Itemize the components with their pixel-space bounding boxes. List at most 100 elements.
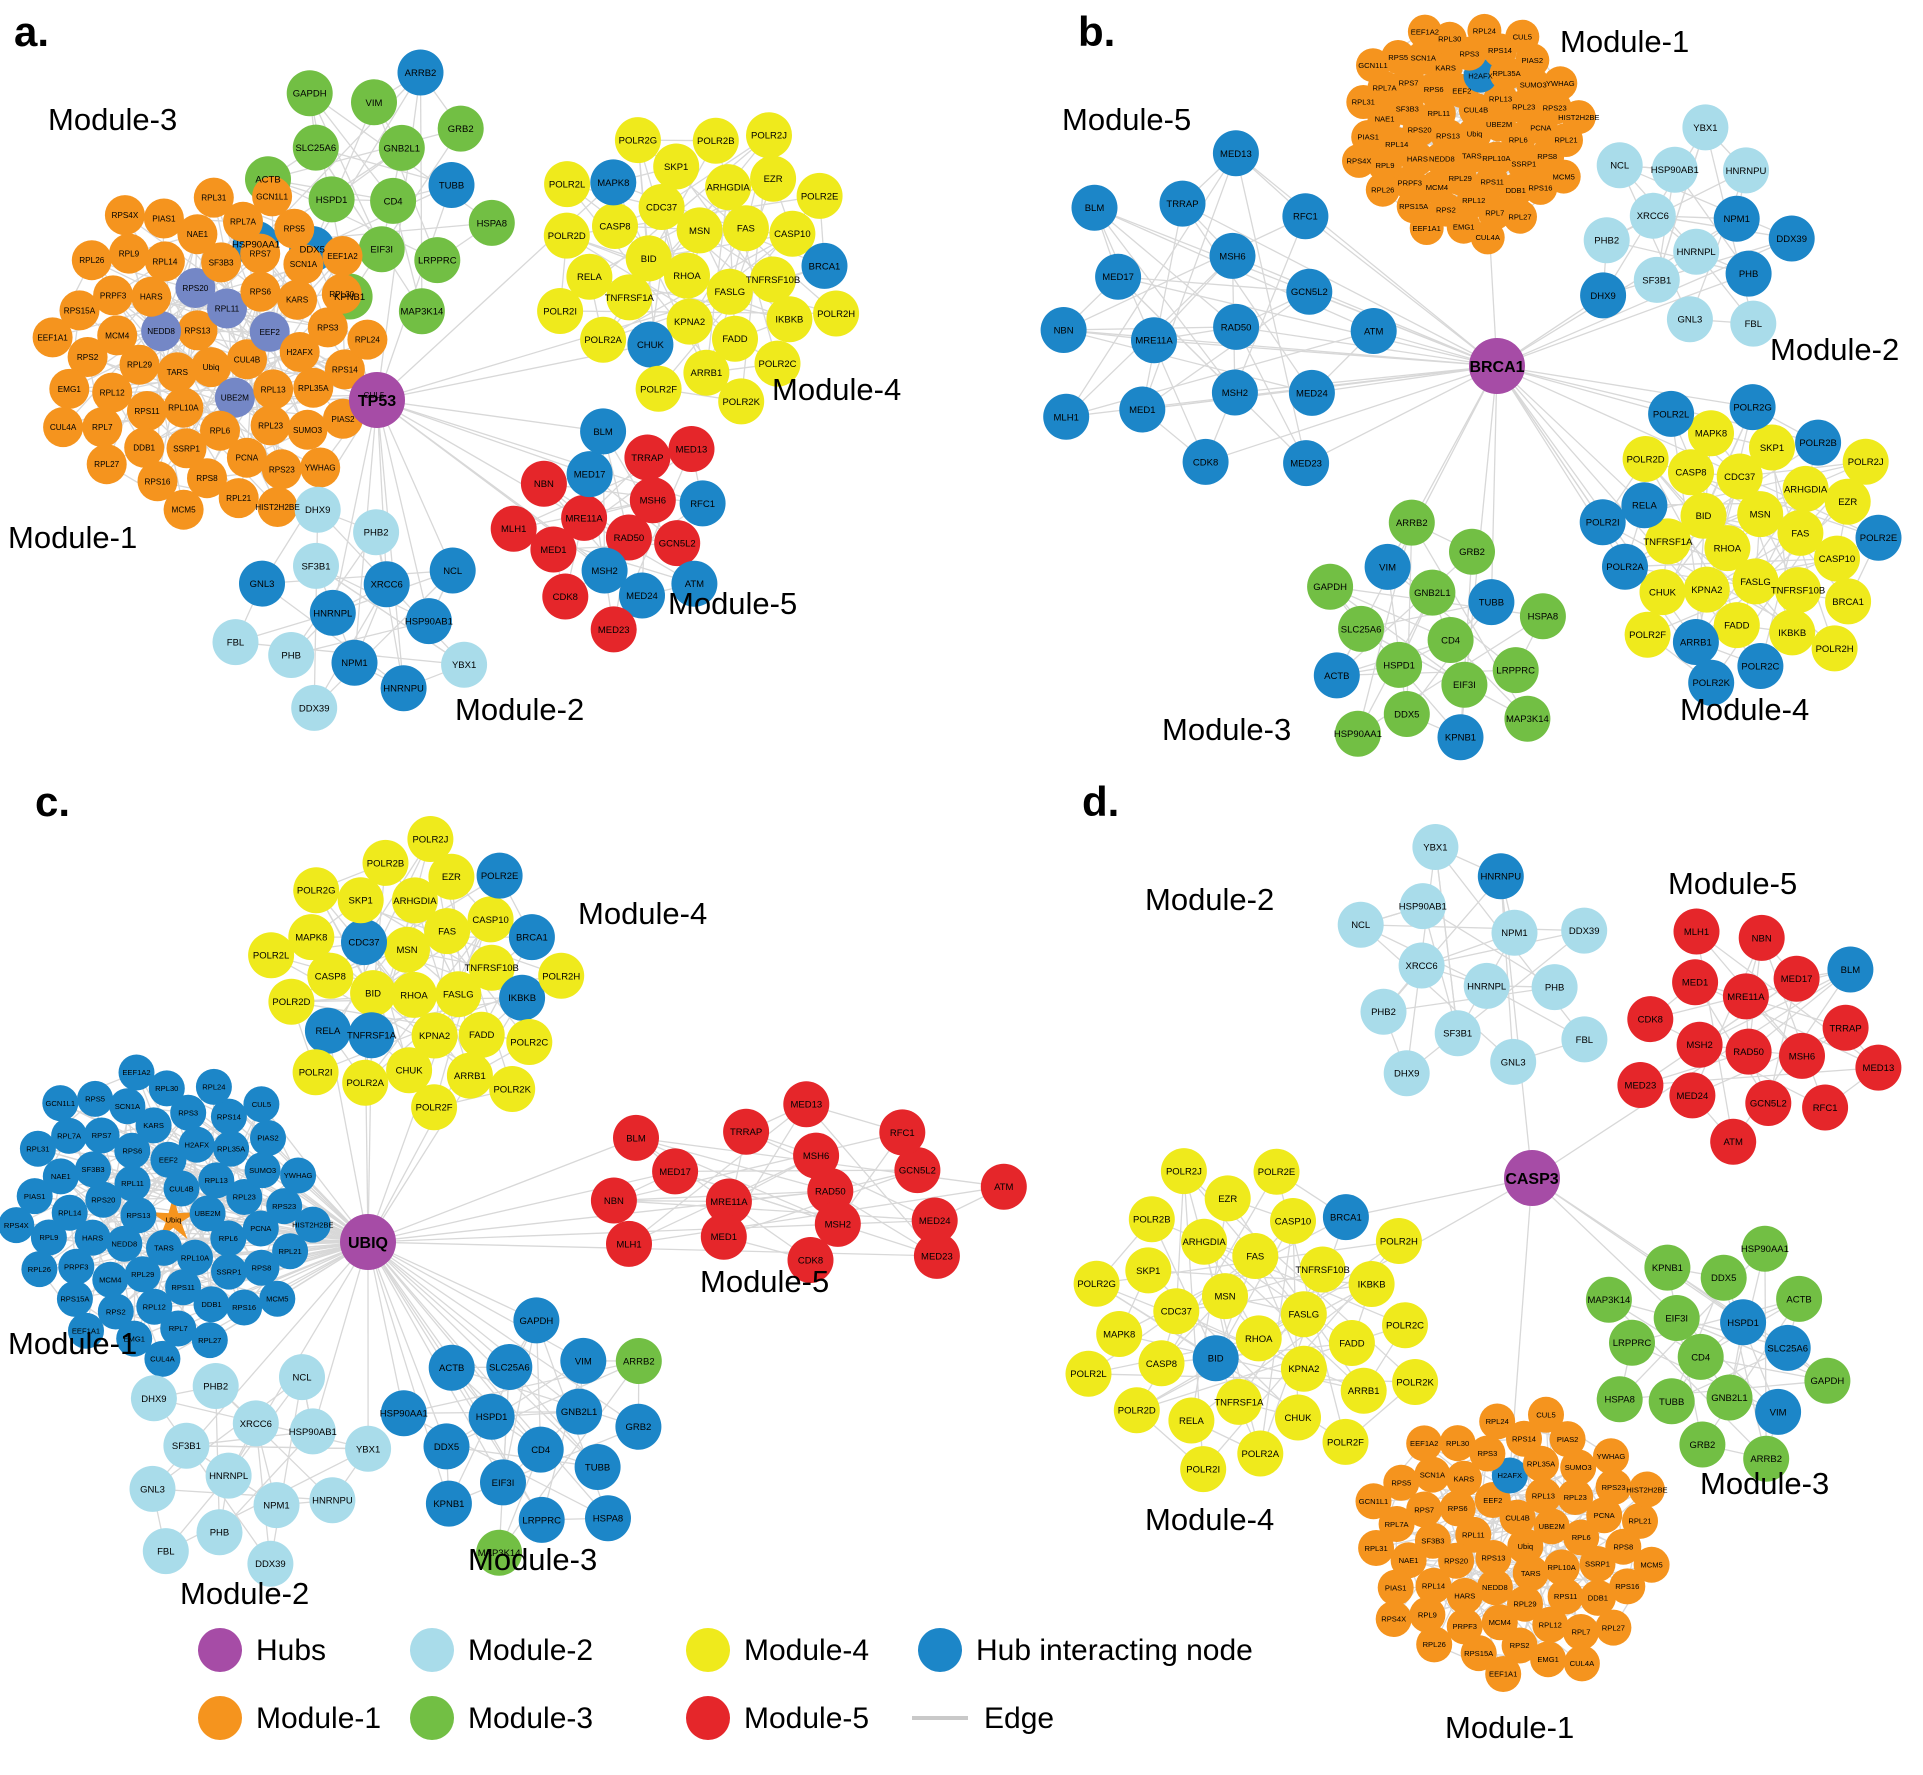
labels-layer: a.CD4HSPD1GNB2L1EIF3ISLC25A6TUBBDDX5VIML…: [4, 8, 1899, 1745]
node-rpl21: [1622, 1502, 1658, 1539]
node-xrcc6: [1629, 192, 1676, 239]
node-label: MCM4: [105, 331, 130, 340]
node-label: RHOA: [673, 271, 701, 282]
node-polr2h: [1375, 1218, 1422, 1264]
module-label: Module-5: [1668, 866, 1797, 901]
node-label: SUMO3: [249, 1166, 276, 1175]
node-label: HSP90AA1: [380, 1409, 428, 1420]
node-label: H2AFX: [287, 348, 314, 357]
node-rps5: [77, 1080, 114, 1117]
node-label: MCM4: [99, 1275, 121, 1284]
node-gcn5l2: [894, 1147, 941, 1194]
node-label: HIST2H2BE: [292, 1220, 333, 1229]
node-label: TARS: [167, 368, 189, 377]
node-eef1a2: [118, 1054, 155, 1091]
hub-edge: [1345, 1177, 1533, 1218]
node-label: RPS11: [1480, 178, 1504, 187]
node-label: RELA: [1179, 1416, 1204, 1427]
hub-edge: [312, 1241, 369, 1432]
node-label: RPS8: [196, 474, 218, 483]
hub-edge: [367, 1241, 584, 1362]
node-label: MAP3K14: [1588, 1295, 1631, 1306]
node-label: RPS2: [77, 353, 99, 362]
node-label: GNL3: [1501, 1057, 1526, 1068]
node-label: RPL31: [26, 1145, 49, 1154]
node-label: FADD: [1724, 621, 1749, 632]
node-hspd1: [1376, 641, 1423, 688]
node-label: NBN: [534, 479, 554, 490]
node-polr2k: [718, 378, 765, 425]
node-rpl24: [1467, 13, 1502, 48]
node-sumo3: [1560, 1449, 1597, 1486]
node-label: Ubiq: [1517, 1542, 1533, 1551]
node-label: EMG1: [1453, 223, 1475, 232]
node-label: RPS3: [317, 323, 339, 332]
node-pias1: [1377, 1569, 1414, 1606]
node-label: RPS23: [1602, 1483, 1626, 1492]
node-label: RHOA: [1245, 1334, 1273, 1345]
node-nbn: [590, 1177, 637, 1224]
node-arhgdia: [1782, 465, 1829, 512]
node-label: BLM: [593, 427, 613, 438]
node-skp1: [1125, 1247, 1172, 1294]
node-ezr: [1824, 478, 1871, 525]
node-label: MSH2: [1222, 388, 1248, 399]
node-label: CD4: [531, 1445, 550, 1456]
node-polr2a: [1237, 1430, 1284, 1477]
node-med24: [1288, 369, 1335, 416]
node-label: GNB2L1: [1711, 1393, 1747, 1404]
hub-node-brca1: [1469, 338, 1525, 394]
node-label: RFC1: [1293, 212, 1318, 223]
node-label: MRE11A: [1727, 992, 1765, 1003]
node-label: CDC37: [646, 202, 677, 213]
node-label: DHX9: [141, 1394, 166, 1405]
node-rpl24: [195, 1068, 232, 1105]
node-label: RPL24: [355, 336, 380, 345]
node-label: FBL: [1745, 319, 1762, 330]
node-cul5: [1528, 1396, 1564, 1433]
node-label: KPNA2: [674, 317, 705, 328]
node-label: DDX39: [1776, 234, 1807, 245]
node-label: SSRP1: [1511, 160, 1536, 169]
node-label: MED24: [919, 1216, 951, 1227]
node-hsp90aa1: [1741, 1225, 1788, 1272]
node-emg1: [1530, 1641, 1567, 1678]
node-label: POLR2C: [758, 359, 796, 370]
node-label: NAE1: [1375, 115, 1395, 124]
node-label: RPL6: [219, 1234, 238, 1243]
node-hspd1: [308, 176, 355, 223]
edge: [1386, 566, 1408, 715]
node-grb2: [1449, 528, 1495, 575]
node-label: ARRB1: [454, 1071, 486, 1082]
node-label: MSN: [1750, 510, 1771, 521]
node-rpl11: [1455, 1516, 1492, 1553]
node-label: ACTB: [439, 1363, 464, 1374]
node-label: FAS: [1246, 1251, 1264, 1262]
node-vim: [351, 79, 397, 126]
node-label: DDX39: [1569, 926, 1600, 937]
edge: [269, 1376, 303, 1564]
node-label: SSRP1: [217, 1267, 242, 1276]
node-label: RPS14: [1512, 1435, 1536, 1444]
node-label: HSPD1: [316, 195, 348, 206]
node-mlh1: [606, 1220, 652, 1267]
node-label: RPL30: [329, 290, 354, 299]
node-label: Ubiq: [166, 1215, 182, 1224]
node-label: POLR2K: [722, 397, 760, 408]
node-label: H2AFX: [1468, 71, 1492, 80]
node-label: MED23: [598, 625, 630, 636]
node-pcna: [1586, 1497, 1623, 1534]
node-label: VIM: [1770, 1407, 1787, 1418]
node-label: PRPF3: [1452, 1622, 1476, 1631]
node-cul5: [243, 1086, 280, 1123]
node-kpnb1: [1644, 1244, 1691, 1291]
node-label: HSP90AA1: [1741, 1244, 1789, 1255]
node-bid: [1680, 492, 1727, 539]
node-polr2h: [538, 952, 585, 999]
node-ube2m: [1533, 1508, 1570, 1545]
node-sf3b1: [1434, 1010, 1481, 1057]
node-label: CDK8: [798, 1255, 823, 1266]
node-label: IKBKB: [1358, 1279, 1386, 1290]
node-rfc1: [879, 1109, 926, 1156]
node-slc25a6: [292, 124, 339, 171]
